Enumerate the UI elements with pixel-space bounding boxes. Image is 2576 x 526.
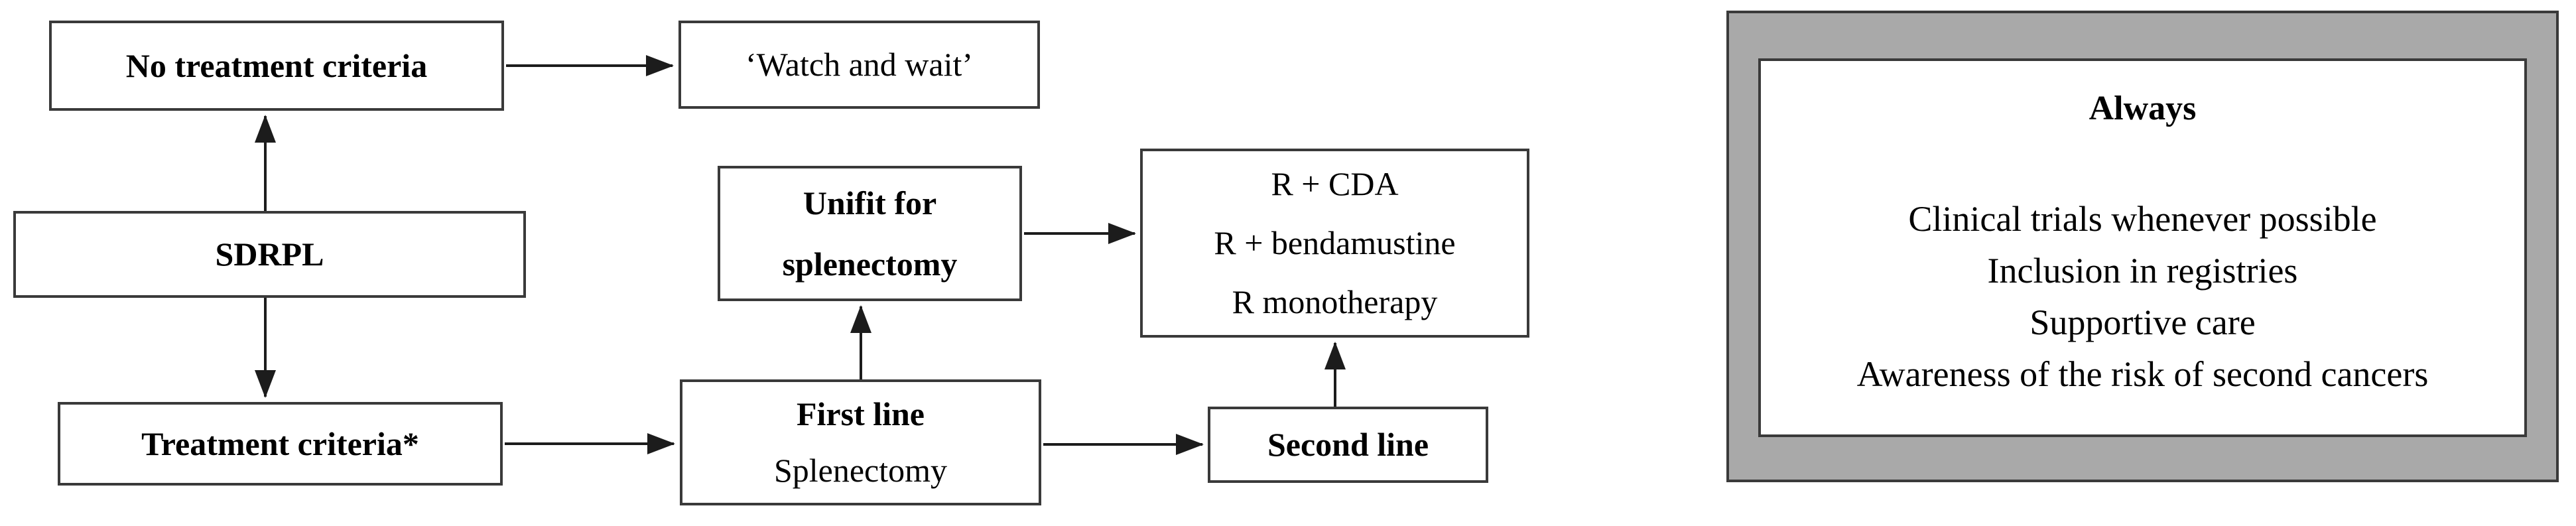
- node-title: First line: [796, 395, 925, 432]
- node-treatment-criteria: Treatment criteria*: [58, 402, 503, 486]
- node-subtitle: Splenectomy: [773, 452, 948, 489]
- always-panel-item: Inclusion in registries: [1987, 251, 2298, 291]
- node-label: ‘Watch and wait’: [745, 46, 974, 84]
- node-watch-and-wait: ‘Watch and wait’: [678, 21, 1040, 109]
- always-panel-item: Supportive care: [2029, 302, 2256, 342]
- node-first-line: First line Splenectomy: [680, 379, 1041, 505]
- node-no-treatment-criteria: No treatment criteria: [49, 21, 504, 111]
- node-label: Treatment criteria*: [141, 425, 419, 462]
- node-label: No treatment criteria: [125, 46, 428, 84]
- node-label-line1: Unifit for: [803, 184, 937, 222]
- node-unfit-for-splenectomy: Unifit for splenectomy: [718, 166, 1022, 301]
- node-r-regimens: R + CDA R + bendamustine R monotherapy: [1140, 149, 1529, 338]
- always-panel: Always Clinical trials whenever possible…: [1758, 58, 2527, 437]
- node-label: Second line: [1267, 426, 1429, 464]
- node-sdrpl: SDRPL: [13, 211, 526, 298]
- node-label-line2: splenectomy: [782, 245, 958, 283]
- always-panel-frame: Always Clinical trials whenever possible…: [1726, 11, 2559, 482]
- node-label-line1: R + CDA: [1271, 165, 1399, 202]
- always-panel-title: Always: [2089, 90, 2197, 127]
- node-label: SDRPL: [215, 235, 324, 273]
- node-label-line2: R + bendamustine: [1214, 224, 1456, 261]
- node-label-line3: R monotherapy: [1232, 283, 1438, 320]
- always-panel-item: Awareness of the risk of second cancers: [1856, 354, 2429, 394]
- node-second-line: Second line: [1208, 407, 1488, 483]
- always-panel-item: Clinical trials whenever possible: [1908, 199, 2377, 239]
